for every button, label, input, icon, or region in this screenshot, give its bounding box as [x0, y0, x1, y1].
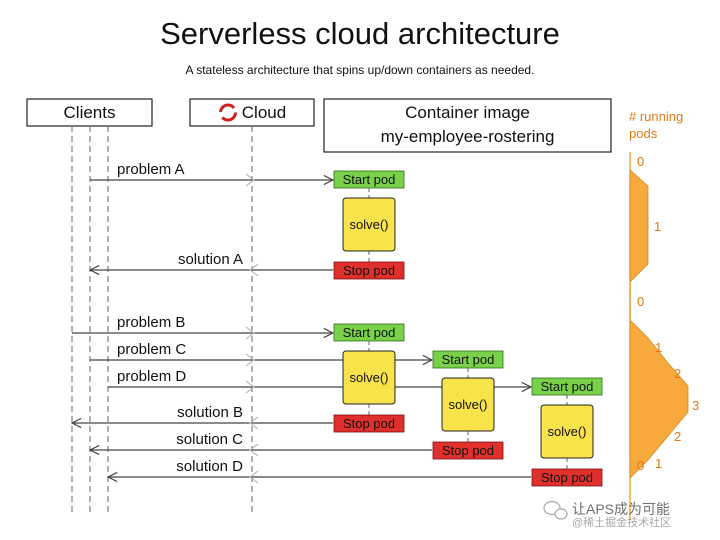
solve-label: solve() — [547, 424, 586, 439]
stop-pod-badge — [432, 441, 504, 460]
problem-c-label: problem C — [117, 341, 186, 358]
watermark-text: 让APS成为可能 — [572, 501, 670, 517]
cloud-pass-marker — [249, 470, 259, 484]
pod-b: Start pod solve() Stop pod — [333, 323, 405, 433]
pods-level-label: 0 — [637, 294, 644, 309]
problem-b-label: problem B — [117, 314, 185, 331]
start-pod-badge — [432, 350, 504, 369]
container-image-name: my-employee-rostering — [381, 127, 555, 146]
pods-level-label: 3 — [692, 398, 699, 413]
start-pod-badge — [531, 377, 603, 396]
cloud-pass-marker — [245, 326, 255, 340]
cloud-pass-marker — [249, 263, 259, 277]
problem-a-label: problem A — [117, 161, 185, 178]
solve-box — [540, 404, 594, 459]
stop-pod-label: Stop pod — [541, 470, 593, 485]
cloud-logo-icon — [219, 103, 237, 122]
running-pods-label-sub: pods — [629, 126, 658, 141]
solution-d-label: solution D — [176, 458, 243, 475]
stop-pod-label: Stop pod — [343, 416, 395, 431]
solve-box — [342, 350, 396, 405]
solution-a-label: solution A — [178, 251, 243, 268]
solution-c-label: solution C — [176, 431, 243, 448]
solve-label: solve() — [349, 370, 388, 385]
start-pod-label: Start pod — [541, 379, 594, 394]
stop-pod-label: Stop pod — [442, 443, 494, 458]
stop-pod-badge — [333, 261, 405, 280]
solve-box — [441, 377, 495, 432]
pod-c: Start pod solve() Stop pod — [432, 350, 504, 460]
cloud-pass-marker — [249, 416, 259, 430]
wechat-icon — [543, 500, 568, 520]
container-image-header: Container image my-employee-rostering — [323, 98, 612, 153]
pods-level-label: 1 — [655, 340, 662, 355]
running-pods-area — [629, 169, 689, 479]
cloud-header-label: Cloud — [242, 103, 286, 122]
stop-pod-label: Stop pod — [343, 263, 395, 278]
stop-pod-badge — [333, 414, 405, 433]
cloud-pass-marker — [245, 353, 255, 367]
solve-box — [342, 197, 396, 252]
pods-level-label: 0 — [637, 154, 644, 169]
container-image-label: Container image — [405, 103, 530, 122]
pods-level-label: 2 — [674, 366, 681, 381]
start-pod-badge — [333, 323, 405, 342]
pods-level-label: 0 — [637, 458, 644, 473]
pod-d: Start pod solve() Stop pod — [531, 377, 603, 487]
clients-header-label: Clients — [64, 103, 116, 122]
running-pods-label: # running — [629, 109, 683, 124]
stop-pod-badge — [531, 468, 603, 487]
start-pod-label: Start pod — [442, 352, 495, 367]
running-pods-chart: # running pods 0 1 0 1 2 3 2 1 0 — [629, 109, 699, 520]
solution-b-label: solution B — [177, 404, 243, 421]
watermark-sub: @稀土掘金技术社区 — [572, 515, 671, 529]
solve-label: solve() — [349, 217, 388, 232]
start-pod-label: Start pod — [343, 325, 396, 340]
pods-level-label: 2 — [674, 429, 681, 444]
start-pod-label: Start pod — [343, 172, 396, 187]
solve-label: solve() — [448, 397, 487, 412]
cloud-pass-marker — [245, 173, 255, 187]
pods-level-label: 1 — [655, 456, 662, 471]
pod-a: Start pod solve() Stop pod — [333, 170, 405, 280]
clients-header: Clients — [26, 98, 153, 127]
cloud-pass-marker — [249, 443, 259, 457]
cloud-pass-marker — [245, 380, 255, 394]
watermark: 让APS成为可能 @稀土掘金技术社区 — [543, 500, 671, 529]
cloud-header: Cloud — [189, 98, 315, 127]
problem-d-label: problem D — [117, 368, 186, 385]
pods-level-label: 1 — [654, 219, 661, 234]
page-title: Serverless cloud architecture — [160, 16, 560, 51]
start-pod-badge — [333, 170, 405, 189]
page-subtitle: A stateless architecture that spins up/d… — [185, 63, 535, 77]
